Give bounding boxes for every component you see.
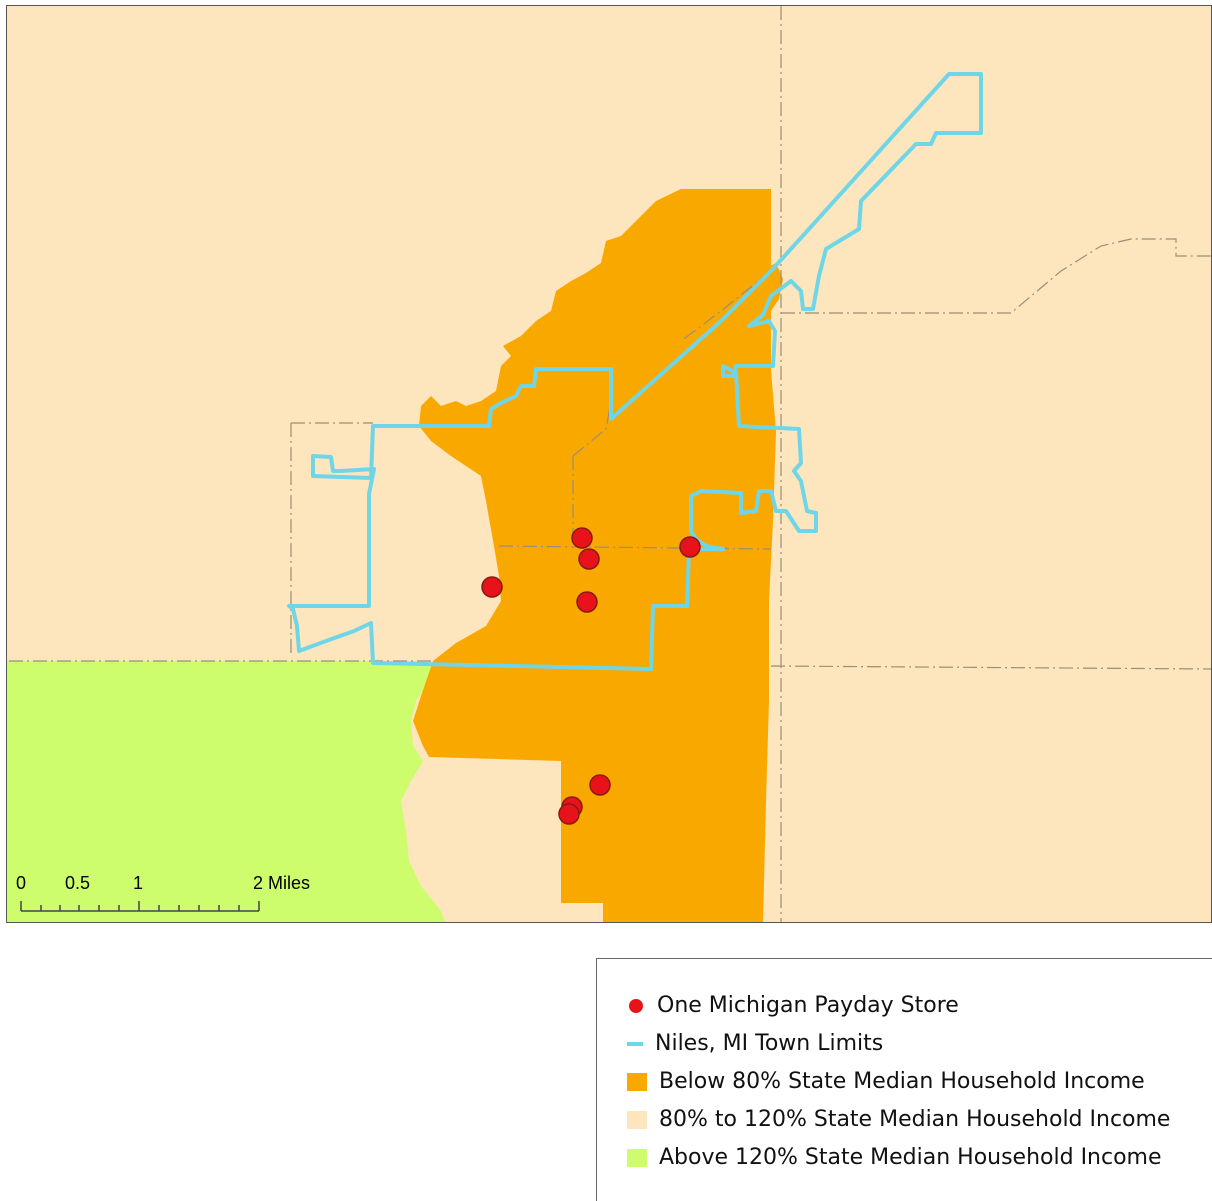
mid-80-120-swatch-icon	[627, 1110, 647, 1129]
tract-boundaries	[7, 6, 1211, 922]
legend-label: One Michigan Payday Store	[657, 993, 959, 1018]
legend-item-above-120: Above 120% State Median Household Income	[627, 1145, 1162, 1170]
scale-label-2-miles: 2 Miles	[253, 873, 310, 893]
legend-item-town-limits: Niles, MI Town Limits	[627, 1031, 883, 1056]
scale-bar	[20, 901, 260, 912]
legend: One Michigan Payday Store Niles, MI Town…	[596, 958, 1212, 1201]
scale-label-0: 0	[16, 873, 26, 893]
store-marker[interactable]	[589, 774, 611, 796]
town-limits-line	[287, 72, 983, 671]
map-frame: 0 0.5 1 2 Miles	[6, 5, 1212, 923]
store-marker[interactable]	[679, 536, 701, 558]
legend-item-below-80: Below 80% State Median Household Income	[627, 1069, 1145, 1094]
legend-item-store: One Michigan Payday Store	[627, 993, 959, 1018]
legend-label: 80% to 120% State Median Household Incom…	[659, 1107, 1171, 1132]
store-marker[interactable]	[571, 527, 593, 549]
store-marker[interactable]	[576, 591, 598, 613]
store-marker[interactable]	[481, 576, 503, 598]
payday-stores	[481, 527, 701, 825]
scale-label-0-5: 0.5	[65, 873, 90, 893]
below-80-swatch-icon	[627, 1072, 647, 1091]
legend-label: Above 120% State Median Household Income	[659, 1145, 1162, 1170]
above-120-swatch-icon	[627, 1148, 647, 1167]
legend-label: Niles, MI Town Limits	[655, 1031, 884, 1056]
region-above-120	[7, 661, 446, 922]
scale-label-1: 1	[133, 873, 143, 893]
legend-item-80-120: 80% to 120% State Median Household Incom…	[627, 1107, 1170, 1132]
store-dot-icon	[629, 998, 643, 1013]
map-canvas: 0 0.5 1 2 Miles	[7, 6, 1211, 922]
town-limits-line-icon	[627, 1041, 643, 1046]
store-marker[interactable]	[558, 803, 580, 825]
store-marker[interactable]	[578, 548, 600, 570]
legend-label: Below 80% State Median Household Income	[659, 1069, 1145, 1094]
